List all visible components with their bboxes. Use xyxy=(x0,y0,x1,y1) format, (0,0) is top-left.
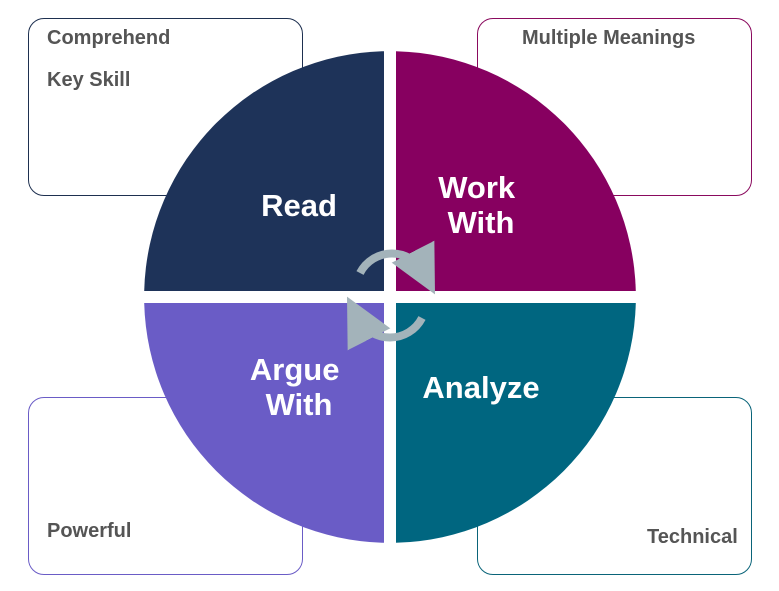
label-analyze: Analyze xyxy=(422,370,539,405)
quadrant-argue-with xyxy=(144,303,384,543)
note-key-skill: Key Skill xyxy=(47,69,131,91)
quadrant-analyze xyxy=(396,303,636,543)
cycle-arrow-bottom-icon xyxy=(346,296,426,351)
note-comprehend: Comprehend xyxy=(47,27,171,49)
note-technical: Technical xyxy=(647,526,738,548)
label-work-with: Work With xyxy=(438,170,524,240)
quadrant-work-with xyxy=(396,51,636,292)
note-multiple-meanings: Multiple Meanings xyxy=(522,27,696,49)
label-read: Read xyxy=(261,188,337,223)
note-powerful: Powerful xyxy=(47,520,132,542)
label-argue-with: Argue With xyxy=(250,352,348,422)
quadrant-read xyxy=(144,51,384,292)
cycle-arrow-top-icon xyxy=(356,240,436,295)
